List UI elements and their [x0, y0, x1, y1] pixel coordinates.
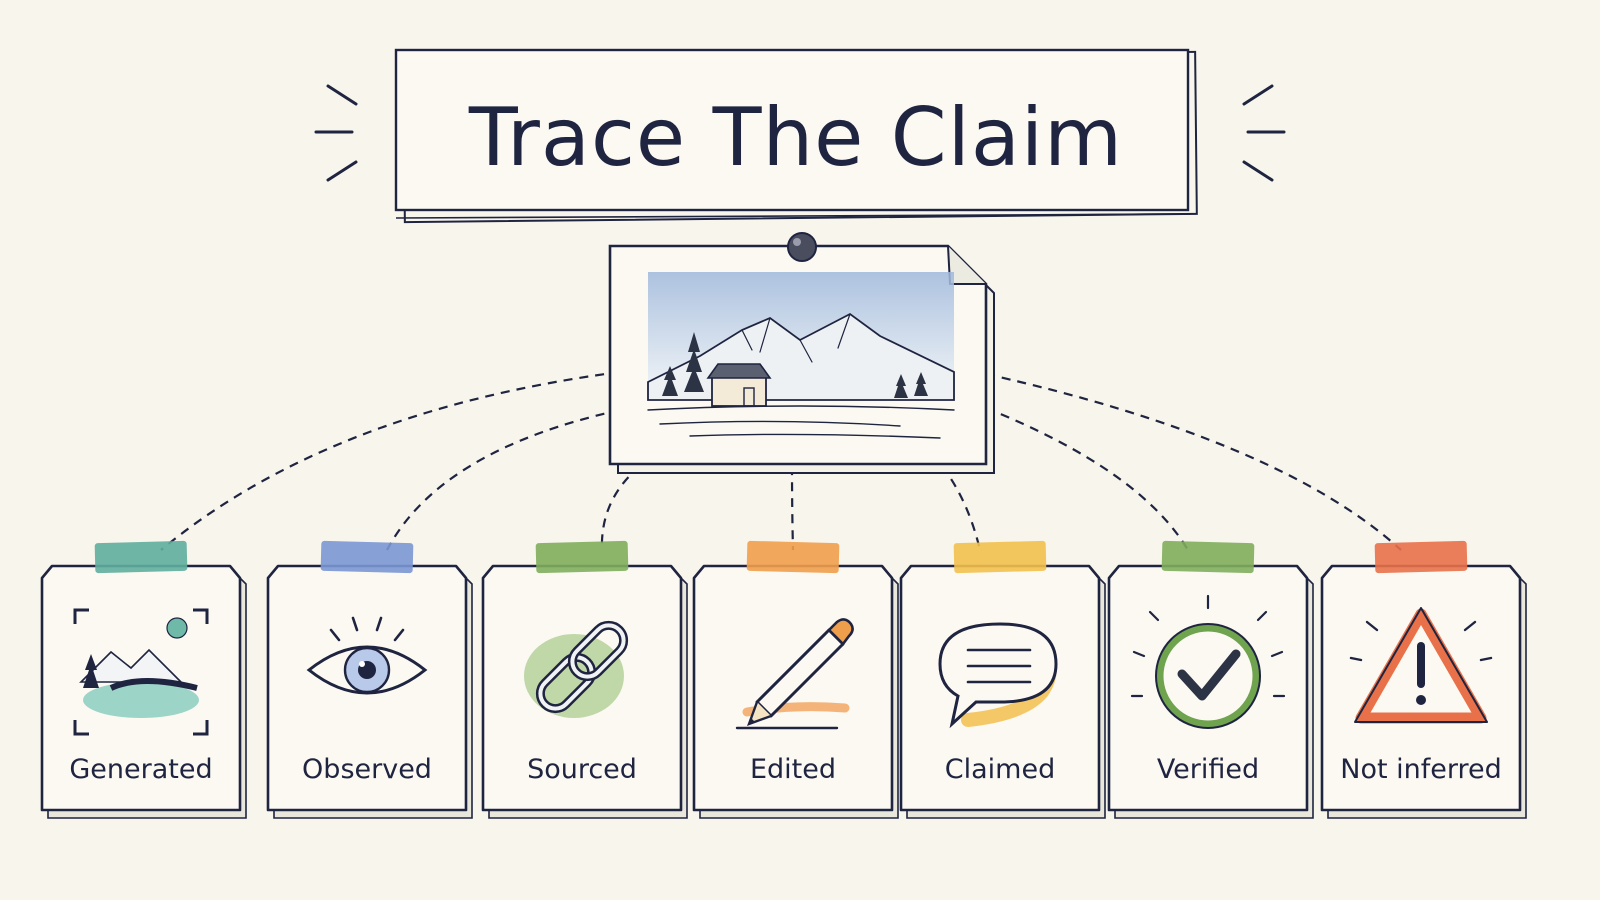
- emphasis-marks-right: [1242, 84, 1286, 182]
- connector-line: [386, 408, 621, 551]
- connector-line: [600, 465, 641, 551]
- mountain-landscape-icon: [647, 272, 955, 439]
- category-cards: Generated Observed Sourced Edited Claimed Ver…: [40, 540, 1527, 819]
- connector-line: [985, 406, 1189, 551]
- tape-strip: [320, 540, 414, 574]
- category-card: Sourced: [481, 540, 688, 819]
- warning-icon: [1349, 607, 1493, 724]
- speech-bubble-icon: [938, 622, 1058, 729]
- connector-line: [160, 370, 621, 551]
- eye-icon: [306, 616, 428, 695]
- category-label: Verified: [1157, 754, 1259, 785]
- category-label: Generated: [69, 754, 212, 785]
- category-label: Sourced: [527, 754, 637, 785]
- pencil-icon: [735, 618, 854, 730]
- category-card: Verified: [1107, 540, 1314, 819]
- category-card: Observed: [266, 540, 473, 819]
- category-label: Edited: [750, 754, 836, 785]
- connector-line: [790, 465, 795, 551]
- category-card: Edited: [692, 540, 899, 819]
- connector-line: [985, 372, 1402, 551]
- category-label: Claimed: [945, 754, 1055, 785]
- connector-lines: [160, 370, 1402, 551]
- tape-strip: [1374, 540, 1468, 574]
- tape-strip: [746, 540, 840, 574]
- pin-icon: [787, 232, 817, 262]
- category-card: Not inferred: [1320, 540, 1527, 819]
- tape-strip: [535, 540, 629, 574]
- category-label: Observed: [302, 754, 432, 785]
- image-frame-icon: [73, 608, 209, 736]
- chain-link-icon: [524, 620, 629, 718]
- tape-strip: [1161, 540, 1255, 574]
- connector-line: [941, 465, 982, 551]
- center-photo-card: [608, 232, 995, 474]
- category-label: Not inferred: [1340, 754, 1502, 785]
- emphasis-marks-left: [314, 84, 358, 182]
- tape-strip: [94, 540, 188, 574]
- title-banner: Trace The Claim: [314, 48, 1286, 224]
- tape-strip: [953, 540, 1047, 574]
- checkmark-icon: [1130, 594, 1286, 729]
- page-title: Trace The Claim: [468, 91, 1123, 184]
- category-card: Claimed: [899, 540, 1106, 819]
- category-card: Generated: [40, 540, 247, 819]
